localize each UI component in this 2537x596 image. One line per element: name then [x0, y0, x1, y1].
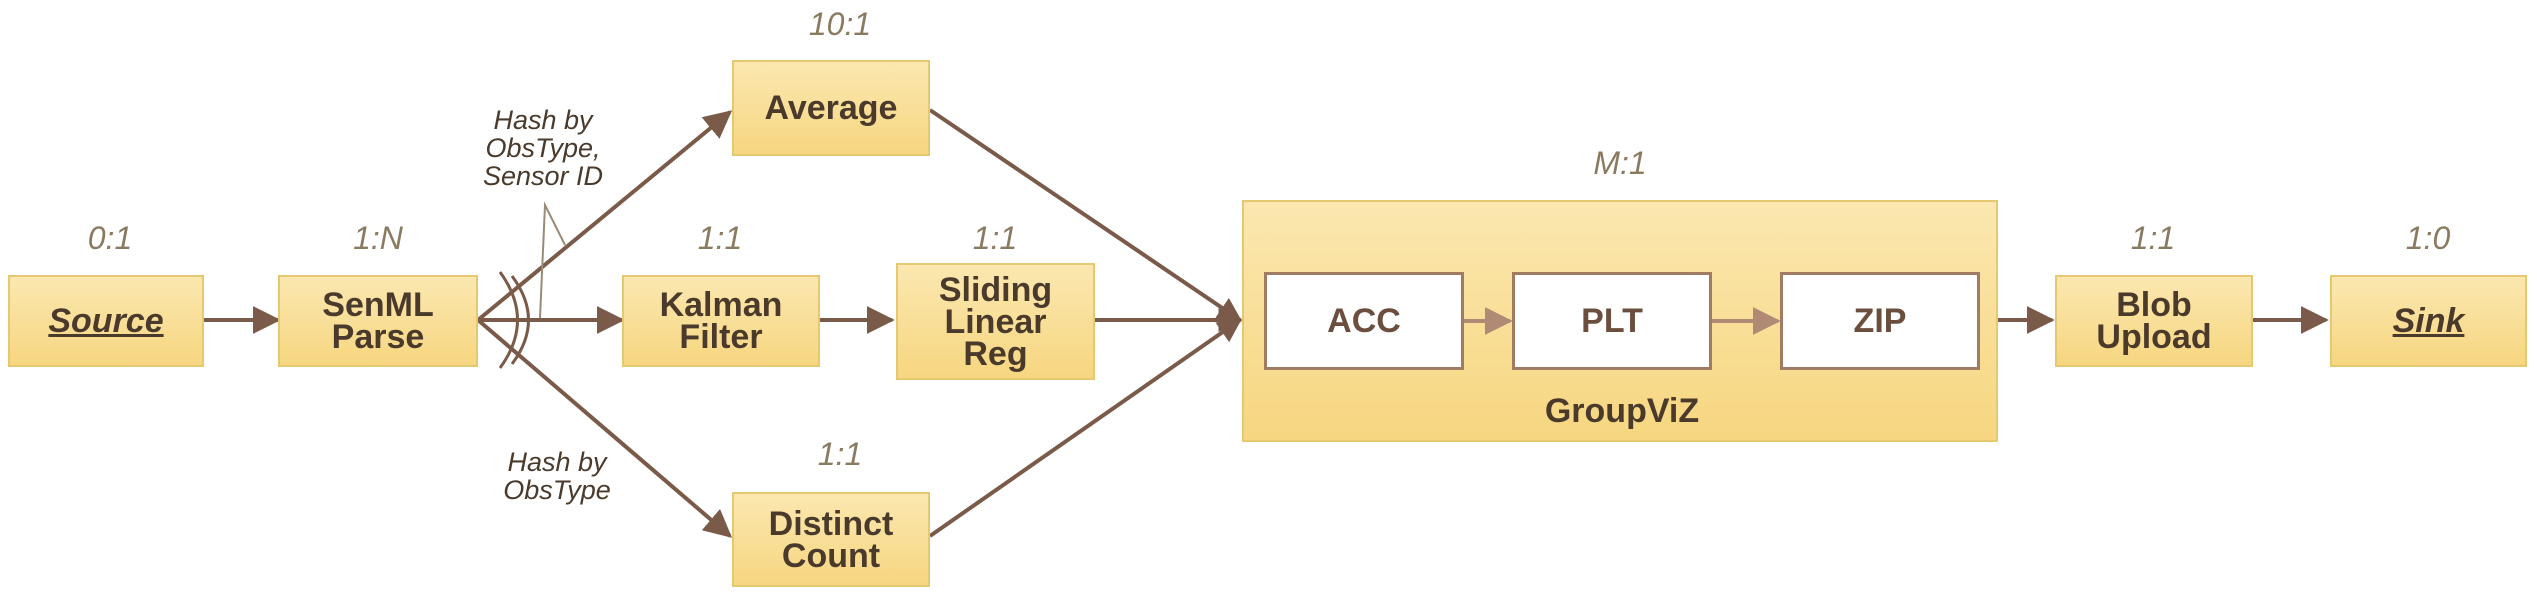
ratio-sliding-linear-reg: 1:1 [972, 220, 1018, 256]
node-kalman-filter: Kalman Filter [622, 275, 820, 367]
ratio-sink: 1:0 [2405, 220, 2451, 256]
node-sink: Sink [2330, 275, 2527, 367]
group-step-plt: PLT [1512, 272, 1712, 370]
node-senml-parse-label: SenML Parse [322, 286, 434, 356]
node-distinct-count-label: Distinct Count [768, 504, 894, 575]
node-source-label: Source [48, 302, 164, 340]
ratio-source: 0:1 [87, 220, 133, 256]
node-sliding-linear-reg: Sliding Linear Reg [896, 263, 1095, 380]
edge-average-group [928, 108, 1242, 322]
partition-arc-outer [498, 271, 519, 369]
ratio-distinct-count: 1:1 [817, 436, 863, 472]
node-sink-label: Sink [2392, 302, 2465, 340]
group-step-zip: ZIP [1780, 272, 1980, 370]
group-step-acc-label: ACC [1327, 301, 1401, 340]
ratio-blob-upload: 1:1 [2130, 220, 2176, 256]
node-average: Average [732, 60, 930, 156]
node-average-label: Average [764, 89, 898, 127]
group-step-plt-label: PLT [1581, 301, 1643, 340]
node-distinct-count: Distinct Count [732, 492, 930, 587]
node-senml-parse: SenML Parse [278, 275, 478, 367]
node-kalman-filter-label: Kalman Filter [659, 286, 783, 356]
group-inner-edges [1464, 307, 1781, 335]
group-groupviz: ACC PLT ZIP GroupViZ [1242, 200, 1998, 442]
group-step-acc: ACC [1264, 272, 1464, 370]
edge-distinct-group [928, 318, 1242, 538]
node-blob-upload: Blob Upload [2055, 275, 2253, 367]
group-step-zip-label: ZIP [1853, 301, 1907, 340]
ratio-groupviz: M:1 [1593, 145, 1647, 181]
group-label: GroupViZ [1544, 392, 1700, 430]
annotation-hash-obstype-sensorid: Hash by ObsType, Sensor ID [482, 105, 604, 191]
node-sliding-linear-reg-label: Sliding Linear Reg [938, 270, 1053, 373]
annotation-leader [539, 201, 566, 319]
partition-arc-inner [510, 275, 530, 365]
annotation-hash-obstype: Hash by ObsType [503, 447, 611, 505]
ratio-kalman-filter: 1:1 [697, 220, 743, 256]
ratio-senml-parse: 1:N [353, 220, 403, 256]
node-source: Source [8, 275, 204, 367]
edge-senml-distinct [476, 318, 733, 538]
node-blob-upload-label: Blob Upload [2096, 286, 2212, 356]
ratio-average: 10:1 [808, 6, 872, 42]
